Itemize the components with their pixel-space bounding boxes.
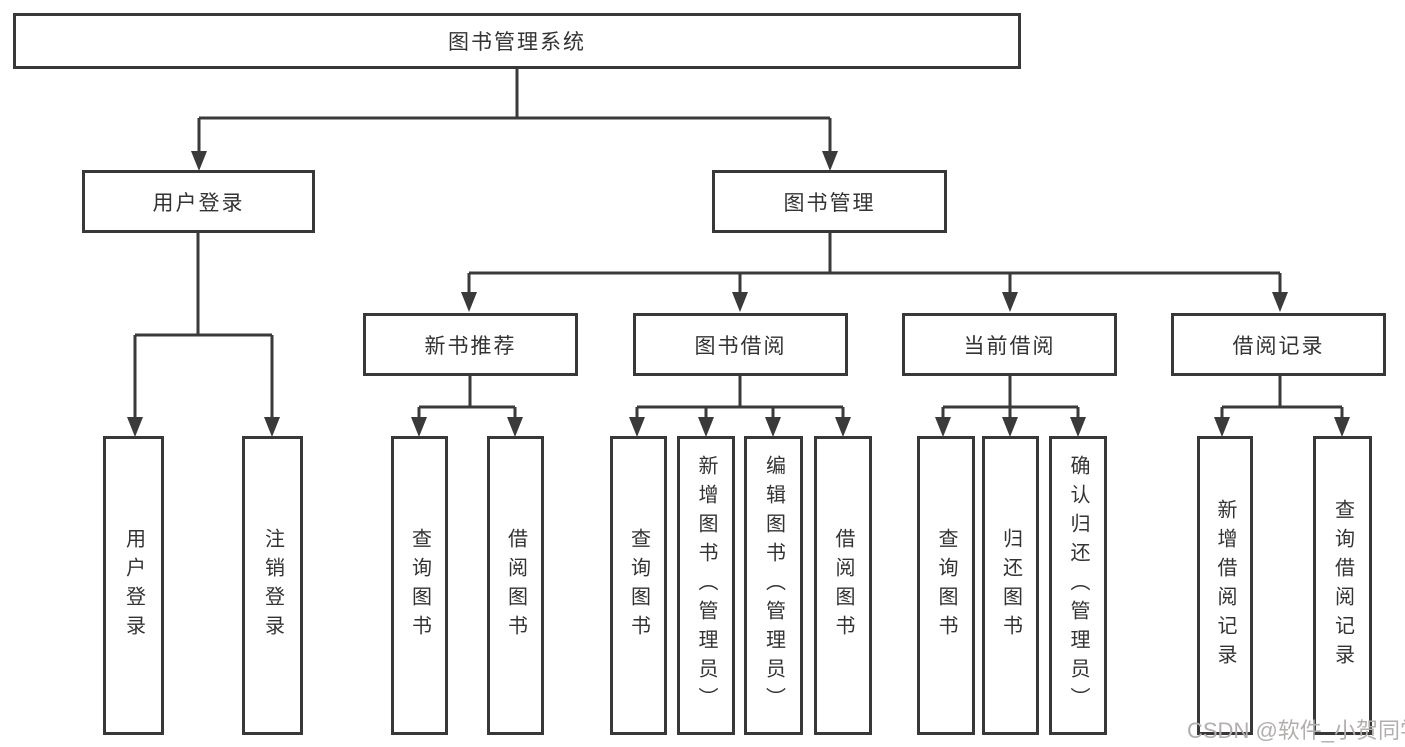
- arrowhead: [264, 417, 280, 437]
- connector-book-management: [461, 231, 1288, 312]
- connector-current-borrow: [935, 374, 1086, 437]
- node-book-borrow: 图书借阅: [633, 313, 848, 376]
- leaf-label: 查询图书: [408, 527, 431, 644]
- leaf-label: 编辑图书（管理员）: [762, 455, 785, 716]
- leaf-query-book-1: 查询图书: [391, 436, 448, 735]
- leaf-confirm-return-admin: 确认归还（管理员）: [1049, 436, 1107, 735]
- leaf-query-borrow-record: 查询借阅记录: [1313, 436, 1372, 735]
- node-root-label: 图书管理系统: [448, 31, 586, 54]
- leaf-label: 注销登录: [261, 527, 284, 644]
- arrowhead: [698, 417, 714, 437]
- leaf-edit-book-admin: 编辑图书（管理员）: [744, 436, 803, 735]
- arrowhead: [1214, 417, 1230, 437]
- arrowhead: [411, 417, 427, 437]
- arrowhead: [461, 292, 477, 312]
- leaf-label: 查询借阅记录: [1331, 498, 1354, 673]
- leaf-label: 归还图书: [999, 527, 1022, 644]
- leaf-user-login: 用户登录: [103, 436, 164, 735]
- leaf-label: 查询图书: [935, 527, 957, 644]
- leaf-add-book-admin: 新增图书（管理员）: [677, 436, 735, 735]
- arrowhead: [1002, 292, 1018, 312]
- arrowhead: [127, 417, 143, 437]
- leaf-label: 借阅图书: [504, 527, 527, 644]
- leaf-label: 新增图书（管理员）: [695, 455, 717, 716]
- connector-user-login: [127, 231, 280, 437]
- connector-book-borrow: [629, 374, 851, 437]
- leaf-query-book-3: 查询图书: [917, 436, 975, 735]
- node-book-management: 图书管理: [712, 170, 947, 233]
- leaf-borrow-book-1: 借阅图书: [487, 436, 544, 735]
- arrowhead: [191, 151, 207, 171]
- arrowhead: [835, 417, 851, 437]
- node-label: 借阅记录: [1232, 334, 1325, 358]
- arrowhead: [732, 292, 748, 312]
- node-label: 图书借阅: [694, 334, 787, 358]
- leaf-label: 确认归还（管理员）: [1067, 455, 1089, 716]
- connector-borrow-record: [1214, 374, 1350, 437]
- leaf-add-borrow-record: 新增借阅记录: [1197, 436, 1253, 735]
- connector-new-book: [411, 374, 523, 437]
- connector-root: [191, 66, 838, 171]
- arrowhead: [1070, 417, 1086, 437]
- leaf-label: 新增借阅记录: [1214, 498, 1236, 673]
- node-new-book-recommend: 新书推荐: [363, 313, 578, 376]
- node-label: 用户登录: [152, 191, 245, 215]
- arrowhead: [822, 151, 838, 171]
- node-borrow-record: 借阅记录: [1171, 313, 1386, 376]
- arrowhead: [507, 417, 523, 437]
- node-label: 新书推荐: [424, 334, 517, 358]
- arrowhead: [765, 417, 781, 437]
- leaf-return-book: 归还图书: [982, 436, 1039, 735]
- leaf-label: 借阅图书: [832, 527, 854, 644]
- arrowhead: [1334, 417, 1350, 437]
- leaf-borrow-book-2: 借阅图书: [814, 436, 872, 735]
- node-label: 当前借阅: [963, 334, 1056, 358]
- leaf-label: 用户登录: [122, 527, 145, 644]
- node-label: 图书管理: [783, 191, 876, 215]
- leaf-label: 查询图书: [627, 527, 650, 644]
- leaf-query-book-2: 查询图书: [610, 436, 667, 735]
- arrowhead: [1002, 417, 1018, 437]
- node-current-borrow: 当前借阅: [902, 313, 1117, 376]
- arrowhead: [629, 417, 645, 437]
- node-root: 图书管理系统: [13, 13, 1021, 69]
- leaf-logout: 注销登录: [242, 436, 303, 735]
- arrowhead: [1272, 292, 1288, 312]
- arrowhead: [935, 417, 951, 437]
- node-user-login: 用户登录: [82, 170, 315, 233]
